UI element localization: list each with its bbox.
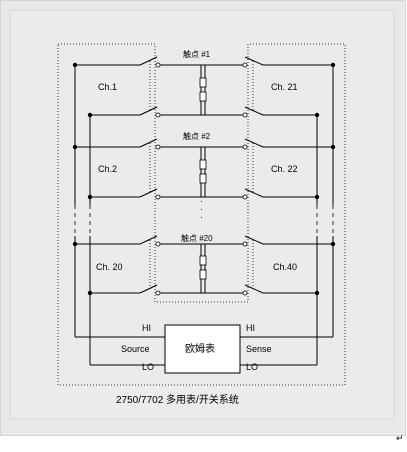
meter-label: 欧姆表 — [185, 342, 215, 355]
hi-contact-left-2 — [155, 144, 161, 150]
lo-contact-left-1 — [155, 112, 161, 118]
hi-contact-right-2 — [242, 144, 248, 150]
hi-switch-left-3 — [139, 235, 158, 245]
hi-switch-right-2 — [244, 138, 264, 148]
relay-coil-top-2 — [199, 159, 207, 170]
lo-contact-left-2 — [155, 194, 161, 200]
relay-coil-top-3 — [199, 255, 207, 266]
lo-contact-left-3 — [155, 290, 161, 296]
junction-rlo-3 — [314, 290, 320, 296]
contact-label-1: 触点 #1 — [183, 49, 211, 59]
left-channel-label-1: Ch.1 — [98, 82, 117, 92]
right-sense-label: Sense — [246, 344, 272, 354]
right-lo-label: LO — [246, 362, 258, 372]
relay-coil-bottom-2 — [199, 173, 207, 184]
ellipsis-3: · — [200, 212, 203, 222]
junction-lhi-1 — [72, 62, 78, 68]
junction-llo-3 — [87, 290, 93, 296]
junction-llo-2 — [87, 194, 93, 200]
junction-lhi-2 — [72, 144, 78, 150]
hi-contact-left-1 — [155, 62, 161, 68]
lo-switch-left-1 — [139, 106, 158, 116]
junction-rlo-2 — [314, 194, 320, 200]
lo-switch-right-1 — [244, 106, 264, 116]
right-channel-label-40: Ch.40 — [273, 262, 297, 272]
right-channel-label-22: Ch. 22 — [271, 164, 298, 174]
hi-contact-right-1 — [242, 62, 248, 68]
relay-coil-bottom-1 — [199, 91, 207, 102]
left-lo-label: LO — [142, 362, 154, 372]
left-hi-label: HI — [142, 323, 151, 333]
diagram-caption: 2750/7702 多用表/开关系统 — [116, 393, 239, 406]
relay-coil-bottom-3 — [199, 269, 207, 280]
contact-label-20: 触点 #20 — [181, 233, 213, 243]
lo-contact-right-2 — [242, 194, 248, 200]
lo-contact-right-1 — [242, 112, 248, 118]
contact-label-2: 触点 #2 — [183, 131, 211, 141]
right-hi-label: HI — [246, 323, 255, 333]
junction-rhi-1 — [330, 62, 336, 68]
hi-switch-left-2 — [139, 138, 158, 148]
hi-contact-right-3 — [242, 241, 248, 247]
junction-lhi-3 — [72, 241, 78, 247]
junction-rhi-3 — [330, 241, 336, 247]
lo-switch-right-3 — [244, 284, 264, 294]
ellipsis-2: · — [200, 204, 203, 214]
left-source-label: Source — [121, 344, 150, 354]
left-channel-label-2: Ch.2 — [98, 164, 117, 174]
return-mark: ↵ — [396, 433, 404, 443]
ohmmeter-box — [164, 324, 241, 374]
lo-switch-left-2 — [139, 188, 158, 198]
lo-switch-left-3 — [139, 284, 158, 294]
junction-llo-1 — [87, 112, 93, 118]
module-boundary-dotted — [57, 43, 346, 386]
hi-switch-right-3 — [244, 235, 264, 245]
relay-coil-top-1 — [199, 77, 207, 88]
lo-switch-right-2 — [244, 188, 264, 198]
hi-contact-left-3 — [155, 241, 161, 247]
left-channel-label-20: Ch. 20 — [96, 262, 123, 272]
junction-rhi-2 — [330, 144, 336, 150]
hi-switch-left-1 — [139, 56, 158, 66]
ellipsis-1: · — [200, 196, 203, 206]
hi-switch-right-1 — [244, 56, 264, 66]
lo-contact-right-3 — [242, 290, 248, 296]
junction-rlo-1 — [314, 112, 320, 118]
right-channel-label-21: Ch. 21 — [271, 82, 298, 92]
